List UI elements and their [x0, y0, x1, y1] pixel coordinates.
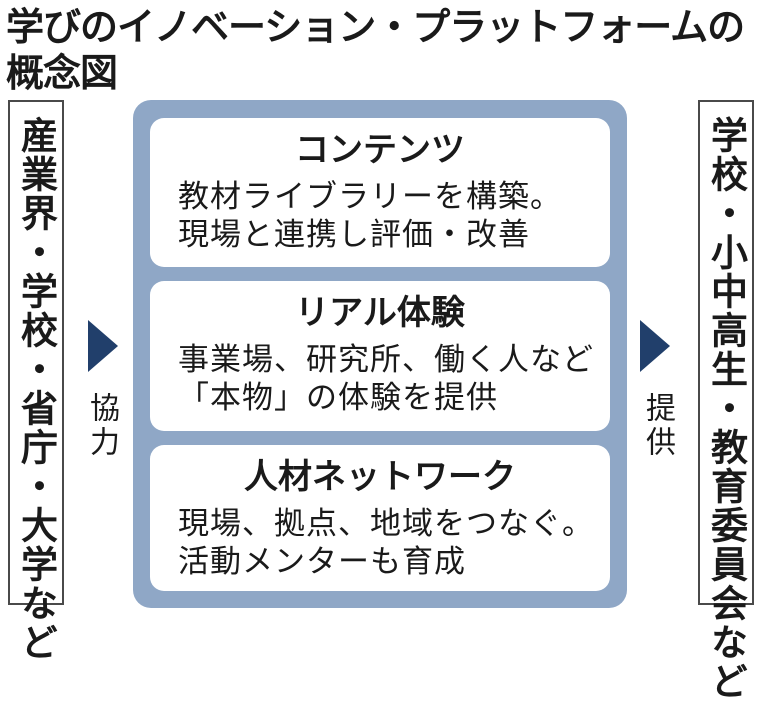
partners-label: 産業界・学校・省庁・大学など [14, 116, 58, 662]
contents-card: コンテンツ 教材ライブラリーを構築。 現場と連携し評価・改善 [150, 118, 610, 267]
provision-label: 提供 [640, 392, 675, 460]
talent-network-line-2: 活動メンターも育成 [178, 544, 466, 580]
partners-box: 産業界・学校・省庁・大学など [8, 100, 64, 662]
talent-network-title: 人材ネットワーク [244, 457, 516, 497]
talent-network-line-1: 現場、拠点、地域をつなぐ。 [178, 506, 594, 542]
real-experience-line-1: 事業場、研究所、働く人など [178, 342, 594, 378]
recipients-label: 学校・小中高生・教育委員会など [704, 116, 748, 701]
real-experience-card: リアル体験 事業場、研究所、働く人など 「本物」の体験を提供 [150, 281, 610, 431]
contents-line-2: 現場と連携し評価・改善 [178, 217, 530, 253]
cooperation-arrow-icon [88, 320, 118, 372]
diagram-title: 学びのイノベーション・プラットフォームの概念図 [6, 5, 745, 95]
platform-panel: コンテンツ 教材ライブラリーを構築。 現場と連携し評価・改善 リアル体験 事業場… [133, 100, 627, 608]
recipients-box: 学校・小中高生・教育委員会など [698, 100, 754, 701]
real-experience-line-2: 「本物」の体験を提供 [178, 380, 498, 416]
real-experience-title: リアル体験 [295, 293, 465, 333]
talent-network-card: 人材ネットワーク 現場、拠点、地域をつなぐ。 活動メンターも育成 [150, 445, 610, 591]
cooperation-label: 協力 [84, 392, 119, 460]
provision-arrow-icon [640, 320, 670, 372]
contents-title: コンテンツ [295, 130, 465, 170]
contents-line-1: 教材ライブラリーを構築。 [178, 179, 562, 215]
